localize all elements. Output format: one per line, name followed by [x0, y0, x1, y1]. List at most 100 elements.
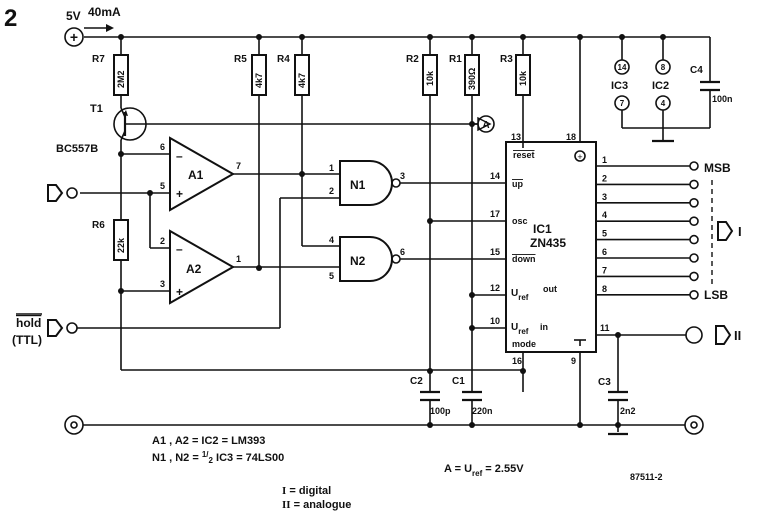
a2-plus: + — [176, 285, 183, 299]
ic1-type: ZN435 — [530, 236, 566, 250]
junction-dots — [118, 34, 666, 428]
ic1-pin18: 18 — [566, 132, 576, 142]
svg-text:+: + — [70, 29, 78, 45]
n2-pin5: 5 — [329, 271, 334, 281]
ground-rail — [64, 415, 704, 435]
note-uref: A = Uref = 2.55V — [444, 463, 524, 478]
c1-label: C1 — [452, 376, 465, 387]
n1-pin2: 2 — [329, 186, 334, 196]
r5-label: R5 — [234, 54, 247, 65]
a2-label: A2 — [186, 262, 202, 276]
ic2-pin8: 8 — [661, 63, 666, 72]
figure-number: 2 — [4, 5, 17, 32]
ic3-pin14: 14 — [618, 63, 627, 72]
node-a-marker — [469, 115, 495, 133]
r2-value: 10k — [425, 70, 435, 86]
ic-supply-pins — [614, 37, 710, 143]
input-connector — [47, 184, 78, 202]
ic2-label: IC2 — [652, 80, 669, 92]
n1-label: N1 — [350, 178, 366, 192]
analogue-output — [685, 325, 732, 345]
resistor-r4 — [294, 37, 310, 174]
supply-rail: + — [64, 24, 710, 47]
c3-label: C3 — [598, 377, 611, 388]
r1-label: R1 — [449, 54, 462, 65]
node-a-label: A — [482, 120, 489, 131]
capacitor-c2 — [420, 390, 440, 425]
analogue-output-mark: II — [734, 328, 741, 343]
ic1-pin-up: up — [512, 179, 523, 189]
n2-pin6: 6 — [400, 247, 405, 257]
a1-pin7: 7 — [236, 161, 241, 171]
ic1-pin-down: down — [512, 254, 536, 264]
r2-label: R2 — [406, 54, 419, 65]
n1-pin1: 1 — [329, 163, 334, 173]
ic1-pin10: 10 — [490, 316, 500, 326]
a2-minus: – — [176, 242, 183, 256]
note-ic3: N1 , N2 = 1/2 IC3 = 74LS00 — [152, 450, 284, 465]
ic1-pin9: 9 — [571, 356, 576, 366]
capacitor-c1 — [462, 390, 482, 425]
resistor-r2 — [422, 37, 438, 392]
r4-value: 4k7 — [297, 73, 307, 88]
hold-connector — [47, 319, 280, 337]
a2-pin2: 2 — [160, 236, 165, 246]
r1-value: 390Ω — [467, 68, 477, 90]
legend-digital: I = digital — [282, 485, 331, 497]
digital-output-arrow — [717, 221, 734, 241]
r4-label: R4 — [277, 54, 290, 65]
digital-output-terminal — [689, 216, 699, 226]
digital-output-terminal — [689, 289, 699, 300]
comparator-a2 — [121, 193, 340, 305]
ic1-pin11: 11 — [600, 323, 610, 333]
ic2-pin4: 4 — [661, 99, 666, 108]
c1-value: 220n — [472, 406, 493, 416]
ic1-pin14: 14 — [490, 171, 500, 181]
ic1-pin17: 17 — [490, 209, 500, 219]
a2-pin3: 3 — [160, 279, 165, 289]
resistor-r3 — [515, 37, 531, 142]
c4-label: C4 — [690, 65, 703, 76]
ic1-pin-uref-in: Uref — [511, 322, 529, 336]
c3-value: 2n2 — [620, 406, 636, 416]
a1-label: A1 — [188, 168, 204, 182]
ic1-output-pin-number: 7 — [602, 265, 607, 275]
hold-label: hold — [16, 316, 41, 330]
n2-pin4: 4 — [329, 235, 334, 245]
ic1-pin-uref-out: Uref — [511, 288, 529, 302]
ic1-output-pin-number: 5 — [602, 229, 607, 239]
legend-analogue: II = analogue — [282, 499, 351, 511]
r6-value: 22k — [116, 237, 126, 253]
c2-value: 100p — [430, 406, 451, 416]
lsb-label: LSB — [704, 288, 728, 302]
svg-text:+: + — [577, 152, 582, 162]
digital-output-terminal — [689, 198, 699, 208]
t1-label: T1 — [90, 103, 103, 115]
nand-gate-n2 — [301, 174, 506, 282]
r6-label: R6 — [92, 220, 105, 231]
ic1-zn435: + — [121, 37, 686, 425]
nand-gate-n1 — [279, 160, 506, 328]
transistor-t1 — [113, 107, 480, 141]
r3-label: R3 — [500, 54, 513, 65]
digital-output-terminal — [689, 271, 699, 282]
n1-pin3: 3 — [400, 171, 405, 181]
digital-output-terminal — [689, 234, 699, 245]
t1-type: BC557B — [56, 143, 98, 155]
note-ic2: A1 , A2 = IC2 = LM393 — [152, 435, 265, 447]
digital-output-terminal — [689, 179, 699, 190]
figure-code: 87511-2 — [630, 472, 663, 482]
ic1-output-pin-number: 2 — [602, 173, 607, 183]
ic1-output-pin-number: 4 — [602, 210, 607, 220]
ic1-pin16: 16 — [512, 356, 522, 366]
c4-value: 100n — [712, 94, 733, 104]
r7-label: R7 — [92, 54, 105, 65]
comparator-a1 — [80, 136, 340, 212]
capacitor-c3 — [608, 335, 628, 436]
a1-pin6: 6 — [160, 142, 165, 152]
ic1-output-pin-number: 3 — [602, 192, 607, 202]
ic1-output-pin-number: 6 — [602, 247, 607, 257]
supply-current: 40mA — [88, 5, 121, 19]
ic1-pin15: 15 — [490, 247, 500, 257]
ic1-pin-mode: mode — [512, 339, 536, 349]
